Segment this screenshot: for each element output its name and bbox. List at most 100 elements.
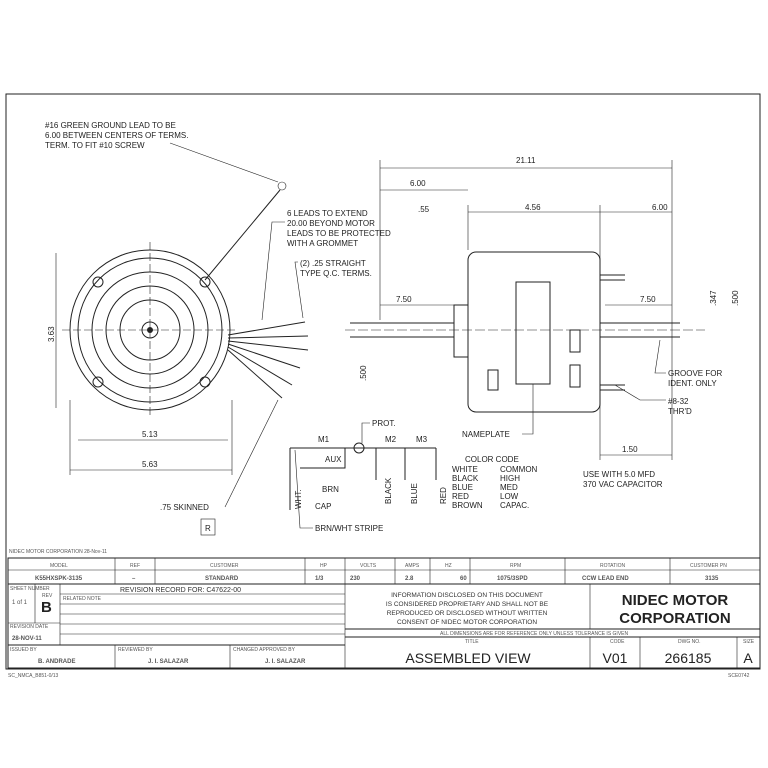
header-values: K55HXSPK-3135 – STANDARD 1/3 230 2.8 60 … — [35, 576, 719, 582]
drawing-line — [7, 557, 761, 669]
side-view-dimensions: 21.11 6.00 .55 4.56 6.00 7.50 7.50 .347 … — [359, 156, 740, 489]
label-notes-nameplate: NAMEPLATE — [462, 430, 510, 439]
drawing-line — [224, 399, 279, 508]
label-color_code-rows-3-0: RED — [452, 492, 469, 501]
label-title_block-revision_date: 28-NOV-11 — [12, 636, 42, 642]
drawing-line — [277, 181, 287, 191]
label-title_block-size_label: SIZE — [743, 639, 755, 645]
drawing-line — [114, 558, 671, 668]
label-wiring-m2: M2 — [385, 435, 397, 444]
motor-side-view — [345, 251, 705, 413]
label-title_block-info-0: INFORMATION DISCLOSED ON THIS DOCUMENT — [391, 592, 543, 599]
drawing-line — [654, 339, 666, 374]
label-title_block-revision_date_label: REVISION DATE — [10, 624, 49, 630]
label-notes-thread-0: #8-32 — [668, 397, 689, 406]
label-wiring-brn_wht: BRN/WHT STRIPE — [315, 524, 383, 533]
drawing-line — [294, 261, 304, 319]
drawing-line — [227, 321, 306, 336]
label-title_block-approved_by_label: CHANGED APPROVED BY — [233, 647, 296, 653]
label-color_code-rows-3-1: LOW — [500, 492, 519, 501]
label-title_block-rev_label: REV — [42, 593, 53, 599]
drawing-line — [453, 304, 469, 358]
label-wiring-wht: WHT. — [294, 489, 303, 509]
label-notes-ground_lead-1: 6.00 BETWEEN CENTERS OF TERMS. — [45, 131, 188, 140]
label-notes-terms-0: (2) .25 STRAIGHT — [300, 259, 366, 268]
label-title_block-sheet_label: SHEET NUMBER — [10, 586, 50, 592]
label-title_block-rev: B — [41, 599, 52, 616]
label-notes-ground_lead-2: TERM. TO FIT #10 SCREW — [45, 141, 145, 150]
label-notes-leads-2: LEADS TO BE PROTECTED — [287, 229, 391, 238]
drawing-line — [522, 384, 534, 435]
drawing-line — [227, 343, 301, 369]
label-color_code-rows-4-1: CAPAC. — [500, 501, 529, 510]
label-title_block-values-9: 3135 — [705, 576, 719, 582]
label-dimensions-overall: 21.11 — [516, 156, 536, 165]
label-color_code-title: COLOR CODE — [465, 455, 519, 464]
drawing-line — [569, 329, 581, 353]
label-color_code-rows-0-1: COMMON — [500, 465, 538, 474]
drawing-line — [227, 340, 309, 351]
label-dimensions-d600b: 6.00 — [652, 203, 668, 212]
label-title_block-values-2: STANDARD — [205, 576, 239, 582]
label-notes-leads-1: 20.00 BEYOND MOTOR — [287, 219, 375, 228]
label-title_block-reviewed_by_label: REVIEWED BY — [118, 647, 153, 653]
label-title_block-headers-2: CUSTOMER — [210, 563, 239, 569]
label-wiring-black: BLACK — [384, 477, 393, 504]
label-wiring-m3: M3 — [416, 435, 428, 444]
label-title_block-headers-8: ROTATION — [600, 563, 625, 569]
label-notes-groove-0: GROOVE FOR — [668, 369, 722, 378]
label-title_block-headers-4: VOLTS — [360, 563, 377, 569]
label-color_code-rows-1-1: HIGH — [500, 474, 520, 483]
label-title_block-info-1: IS CONSIDERED PROPRIETARY AND SHALL NOT … — [386, 601, 549, 608]
drawing-line — [487, 369, 499, 391]
label-wiring-m1: M1 — [318, 435, 330, 444]
ul-mark: R — [205, 524, 211, 533]
label-title_block-headers-7: RPM — [510, 563, 521, 569]
label-title_block-headers-9: CUSTOMER PN — [690, 563, 727, 569]
proprietary-notice: INFORMATION DISCLOSED ON THIS DOCUMENT I… — [386, 592, 549, 626]
label-color_code-rows-2-1: MED — [500, 483, 518, 492]
label-wiring-red: RED — [439, 487, 448, 504]
label-title_block-company-1: CORPORATION — [619, 610, 730, 627]
drawing-line — [353, 442, 365, 454]
drawing-line — [60, 593, 345, 635]
drawing-line — [300, 448, 346, 469]
label-title_block-dims_note: ALL DIMENSIONS ARE FOR REFERENCE ONLY UN… — [440, 631, 628, 637]
drawing-line — [227, 335, 309, 339]
wiring-diagram: M1 M2 M3 PROT. AUX BRN CAP BRN/WHT STRIP… — [289, 419, 448, 533]
label-dimensions-d150: 1.50 — [622, 445, 638, 454]
label-title_block-headers-5: AMPS — [405, 563, 420, 569]
drawing-title: ASSEMBLED VIEW — [405, 650, 531, 666]
label-dimensions-d500l: .500 — [359, 365, 368, 381]
label-notes-terms-1: TYPE Q.C. TERMS. — [300, 269, 372, 278]
label-dimensions-d513: 5.13 — [142, 430, 158, 439]
label-wiring-aux: AUX — [325, 455, 342, 464]
label-title_block-values-0: K55HXSPK-3135 — [35, 576, 83, 582]
ground-lead-note: #16 GREEN GROUND LEAD TO BE 6.00 BETWEEN… — [45, 121, 287, 281]
drawing-line — [92, 276, 104, 288]
label-title_block-sheet: 1 of 1 — [12, 600, 28, 606]
label-color_code-rows-0-0: WHITE — [452, 465, 478, 474]
label-color_code-rows-1-0: BLACK — [452, 474, 479, 483]
drawing-line — [261, 221, 285, 321]
label-title_block-headers-6: HZ — [445, 563, 452, 569]
header-labels: MODEL REF CUSTOMER HP VOLTS AMPS HZ RPM … — [50, 563, 727, 569]
label-title_block-headers-0: MODEL — [50, 563, 68, 569]
drawing-line — [227, 321, 309, 399]
label-title_block-approved_by: J. I. SALAZAR — [265, 659, 306, 665]
label-title_block-values-7: 1075/3SPD — [497, 576, 528, 582]
drawing-number: 266185 — [665, 650, 712, 666]
label-title_block-info-3: CONSENT OF NIDEC MOTOR CORPORATION — [397, 619, 537, 626]
label-notes-capacitor-1: 370 VAC CAPACITOR — [583, 480, 663, 489]
drawing-line — [92, 376, 104, 388]
label-notes-capacitor-0: USE WITH 5.0 MFD — [583, 470, 655, 479]
label-wiring-prot: PROT. — [372, 419, 396, 428]
label-notes-groove-1: IDENT. ONLY — [668, 379, 717, 388]
label-title_block-headers-3: HP — [320, 563, 328, 569]
label-title_block-issued_by_label: ISSUED BY — [10, 647, 37, 653]
label-notes-skinned: .75 SKINNED — [160, 503, 209, 512]
label-dimensions-d750b: 7.50 — [640, 295, 656, 304]
label-title_block-dwg_label: DWG NO. — [678, 639, 701, 645]
end-view-dimensions: 3.63 5.13 5.63 .75 SKINNED R — [47, 253, 279, 536]
